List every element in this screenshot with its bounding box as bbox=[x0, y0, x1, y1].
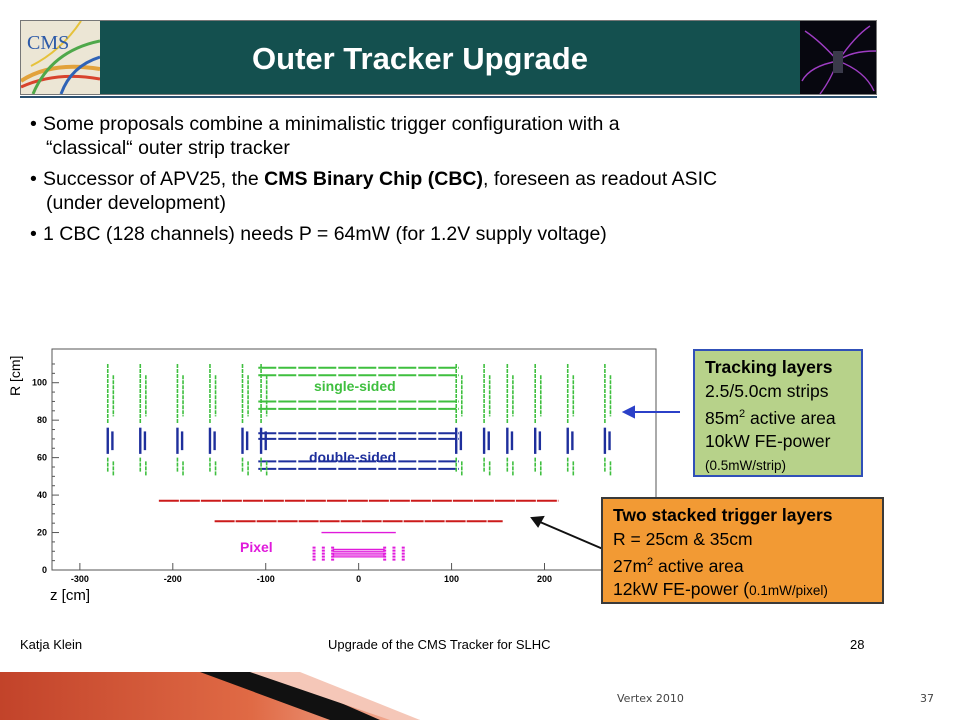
bullet-item: • Successor of APV25, the CMS Binary Chi… bbox=[30, 168, 718, 214]
tracking-box-title: Tracking layers bbox=[705, 357, 833, 377]
bullet-dot: • bbox=[30, 168, 37, 190]
slide-title: Outer Tracker Upgrade bbox=[252, 41, 588, 76]
bullet-list: • Some proposals combine a minimalistic … bbox=[30, 112, 890, 253]
y-tick-label: 60 bbox=[37, 453, 47, 463]
bullet-item: • Some proposals combine a minimalistic … bbox=[30, 113, 620, 159]
x-tick-label: -300 bbox=[71, 574, 89, 584]
trigger-box-title: Two stacked trigger layers bbox=[613, 505, 833, 525]
single-sided-label: single-sided bbox=[314, 378, 396, 394]
bullet-dot: • bbox=[30, 223, 37, 245]
tracker-layout-plot: -300 -200 -100 0 100 200 0 20 40 60 80 100 R [cm] z… bbox=[0, 330, 680, 615]
tracking-box-line: 85m2 active area bbox=[705, 407, 836, 428]
x-tick-label: 200 bbox=[537, 574, 552, 584]
tracking-box-line: 2.5/5.0cm strips bbox=[705, 380, 829, 401]
footer-title: Upgrade of the CMS Tracker for SLHC bbox=[328, 637, 551, 652]
tracker-layout-svg: -300 -200 -100 0 100 200 0 20 40 60 80 100 R [cm] z… bbox=[7, 348, 680, 604]
x-tick-label: 100 bbox=[444, 574, 459, 584]
y-tick-label: 0 bbox=[42, 565, 47, 575]
cms-logo: CMS bbox=[21, 21, 100, 94]
tracking-box-line: (0.5mW/strip) bbox=[705, 457, 786, 473]
footer-page-number: 28 bbox=[850, 637, 865, 652]
x-tick-label: 0 bbox=[356, 574, 361, 584]
master-footer-slide-number: 37 bbox=[920, 692, 934, 705]
logo-text: CMS bbox=[27, 32, 69, 54]
header-rule bbox=[20, 96, 877, 98]
bullet-dot: • bbox=[30, 113, 37, 135]
event-display-image bbox=[800, 21, 876, 94]
footer-author: Katja Klein bbox=[20, 637, 83, 652]
trigger-box-line: 27m2 active area bbox=[613, 555, 744, 576]
y-tick-label: 40 bbox=[37, 490, 47, 500]
y-tick-label: 100 bbox=[32, 378, 47, 388]
master-footer-event: Vertex 2010 bbox=[617, 692, 684, 705]
y-axis-label: R [cm] bbox=[7, 356, 23, 396]
bullet-item: • 1 CBC (128 channels) needs P = 64mW (f… bbox=[30, 223, 607, 245]
slide-header: CMS Outer Tracker Upgrade bbox=[20, 20, 877, 95]
tracking-box-line: 10kW FE-power bbox=[705, 431, 831, 452]
trigger-box-line: R = 25cm & 35cm bbox=[613, 528, 753, 549]
double-sided-label: double-sided bbox=[309, 449, 396, 465]
trigger-layers-box: Two stacked trigger layers R = 25cm & 35… bbox=[601, 497, 884, 604]
y-tick-label: 20 bbox=[37, 528, 47, 538]
x-tick-label: -200 bbox=[164, 574, 182, 584]
pixel-label: Pixel bbox=[240, 539, 273, 555]
y-tick-label: 80 bbox=[37, 415, 47, 425]
trigger-box-line: 12kW FE-power (0.1mW/pixel) bbox=[613, 579, 828, 600]
tracking-layers-box: Tracking layers 2.5/5.0cm strips 85m2 ac… bbox=[693, 349, 863, 477]
arrow-to-trigger bbox=[530, 515, 604, 550]
arrow-to-tracking bbox=[621, 405, 680, 419]
x-tick-label: -100 bbox=[257, 574, 275, 584]
bottom-decoration bbox=[0, 672, 420, 720]
plot-frame bbox=[51, 348, 657, 571]
x-axis-label: z [cm] bbox=[50, 587, 90, 604]
title-band: Outer Tracker Upgrade bbox=[100, 21, 800, 94]
